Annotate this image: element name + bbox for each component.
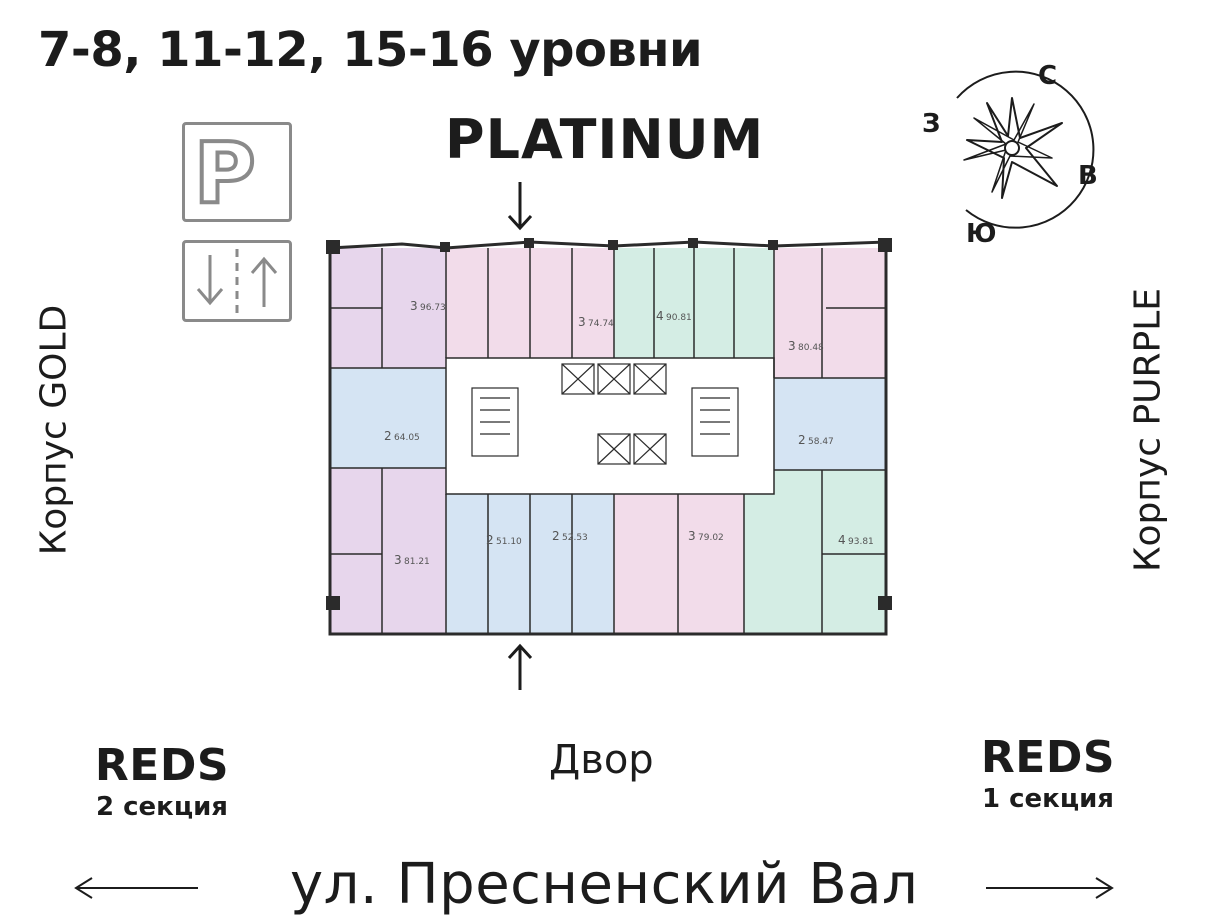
reds-section-1: REDS 1 секция [978,732,1118,814]
building-core [445,357,775,495]
apartment-label: 79.02 [698,533,724,543]
apartment-zone-se [744,470,886,634]
apartment-label: 64.05 [394,433,420,443]
reds-right-section: 1 секция [981,784,1115,814]
arrow-right-icon [986,877,1114,899]
apartment-label: 90.81 [666,313,692,323]
reds-left-name: REDS [94,740,230,791]
apartment-rooms: 3 [410,299,418,313]
structural-columns [326,238,892,610]
courtyard-label: Двор [549,737,654,783]
apartment-label: 96.73 [420,303,446,313]
reds-right-name: REDS [980,732,1116,783]
compass-west: З [922,109,940,139]
apartment-label: 74.74 [588,319,614,329]
apartment-rooms: 4 [838,533,846,547]
apartment-rooms: 2 [486,533,494,547]
lanes-arrows-icon [196,249,278,313]
apartment-label: 58.47 [808,437,834,447]
apartment-label: 51.10 [496,537,522,547]
side-label-purple-text: Корпус PURPLE [1127,287,1169,573]
apartment-rooms: 2 [798,433,806,447]
apartment-rooms: 3 [578,315,586,329]
side-label-gold-text: Корпус GOLD [33,304,75,556]
apartment-label: 52.53 [562,533,588,543]
apartment-rooms: 2 [384,429,392,443]
arrow-left-icon [74,877,198,899]
floor-plan: 96.73 3 74.74 3 90.81 4 80.48 3 64.05 2 … [326,238,892,636]
street-label: ул. Пресненский Вал [290,852,919,917]
apartment-rooms: 4 [656,309,664,323]
apartment-rooms: 3 [394,553,402,567]
parking-sign [182,122,292,222]
compass-north: С [1038,61,1057,91]
apartment-rooms: 2 [552,529,560,543]
compass-star-icon [963,97,1063,199]
apartment-rooms: 3 [788,339,796,353]
apartment-zone-w [330,368,446,468]
apartment-label: 80.48 [798,343,824,353]
entry-exit-lanes-icon [182,240,292,322]
apartment-label: 93.81 [848,537,874,547]
reds-section-2: REDS 2 секция [92,740,232,822]
apartment-zone-sw [330,468,446,634]
core-elevators-stairs [471,363,739,465]
apartment-zone-ne [774,248,886,378]
building-label-platinum: PLATINUM [445,108,765,171]
apartment-label: 81.21 [404,557,430,567]
compass-east: В [1078,161,1098,191]
arrow-down-icon [507,182,533,231]
compass-ring [956,70,1095,229]
apartment-rooms: 3 [688,529,696,543]
compass-rose: С В Ю З [922,61,1098,248]
arrow-up-icon [507,643,533,690]
reds-left-section: 2 секция [95,792,229,822]
compass-south: Ю [966,219,997,248]
parking-icon: P [192,124,258,222]
interior-walls [330,248,886,634]
apartment-zone-e [774,378,886,470]
apartment-zone-s3 [614,494,744,634]
page-title: 7-8, 11-12, 15-16 уровни [38,22,703,78]
